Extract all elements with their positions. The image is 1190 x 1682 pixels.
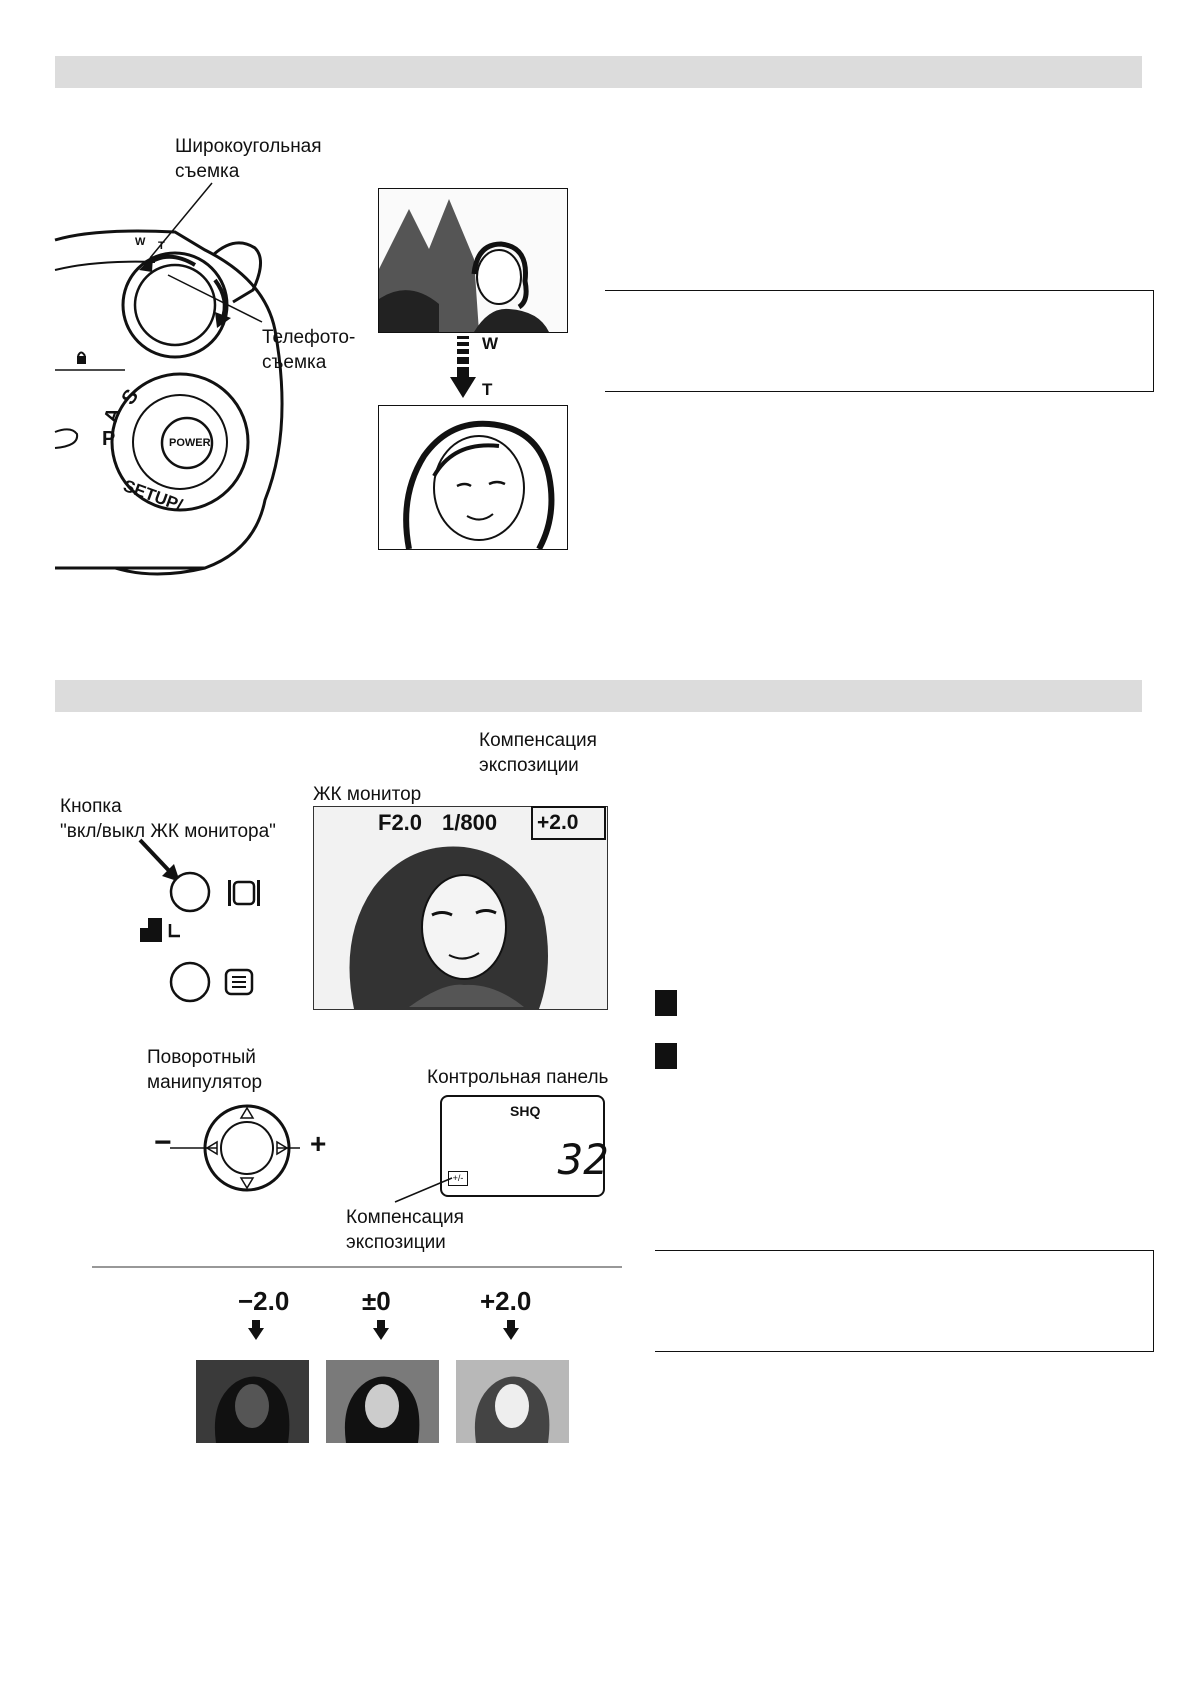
mode-p-label: P xyxy=(102,428,116,450)
rotary-dial-icon[interactable] xyxy=(170,1098,320,1198)
zoom-ring-t-mark: T xyxy=(158,240,165,252)
sample-photo-bright xyxy=(456,1360,569,1443)
note-box-exposure xyxy=(655,1250,1154,1352)
zoom-leader-lines xyxy=(149,182,263,323)
sample-value-minus: −2.0 xyxy=(238,1286,290,1316)
lcd-aperture: F2.0 xyxy=(378,810,423,835)
label-lcd-button: Кнопка "вкл/выкл ЖК монитора" xyxy=(60,796,276,842)
label-lcd-monitor: ЖК монитор xyxy=(313,784,422,805)
camera-top-illustration xyxy=(54,229,284,576)
panel-compensation-icon: +/- xyxy=(448,1171,468,1186)
section-header-bar-exposure xyxy=(55,680,1142,712)
dial-minus-label: − xyxy=(154,1126,172,1159)
zoom-arrow-icon xyxy=(450,336,476,398)
telephoto-photo xyxy=(378,405,568,550)
power-button-label[interactable]: POWER xyxy=(169,437,211,449)
label-w: W xyxy=(482,334,499,353)
lcd-compensation-box: +2.0 xyxy=(531,806,606,840)
dial-plus-label: + xyxy=(310,1128,327,1159)
label-wide-angle: Широкоугольная съемка xyxy=(175,136,322,182)
black-square-marker xyxy=(655,1043,677,1069)
label-exposure-compensation-bottom: Компенсация экспозиции xyxy=(346,1207,464,1253)
lcd-monitor-screen xyxy=(313,806,608,1010)
zoom-ring-w-mark: W xyxy=(135,236,146,248)
label-t: T xyxy=(482,380,493,399)
control-panel-lcd: SHQ 32 +/- xyxy=(440,1095,609,1197)
sample-photo-dark xyxy=(196,1360,309,1443)
panel-quality: SHQ xyxy=(510,1103,541,1119)
lcd-button-illustration xyxy=(138,838,260,1003)
label-control-panel: Контрольная панель xyxy=(427,1067,609,1088)
label-rotary-dial: Поворотный манипулятор xyxy=(147,1047,263,1093)
black-square-marker xyxy=(655,990,677,1016)
wide-angle-photo xyxy=(378,188,568,333)
sample-value-zero: ±0 xyxy=(362,1286,391,1316)
lcd-compensation-value: +2.0 xyxy=(537,811,579,834)
section-header-bar-zoom xyxy=(55,56,1142,88)
panel-frame-count: 32 xyxy=(558,1135,609,1184)
note-box-zoom xyxy=(605,290,1154,392)
label-exposure-compensation-top: Компенсация экспозиции xyxy=(479,730,597,776)
sample-photo-normal xyxy=(326,1360,439,1443)
sample-value-plus: +2.0 xyxy=(480,1286,532,1316)
lcd-shutter-speed: 1/800 xyxy=(442,810,498,835)
